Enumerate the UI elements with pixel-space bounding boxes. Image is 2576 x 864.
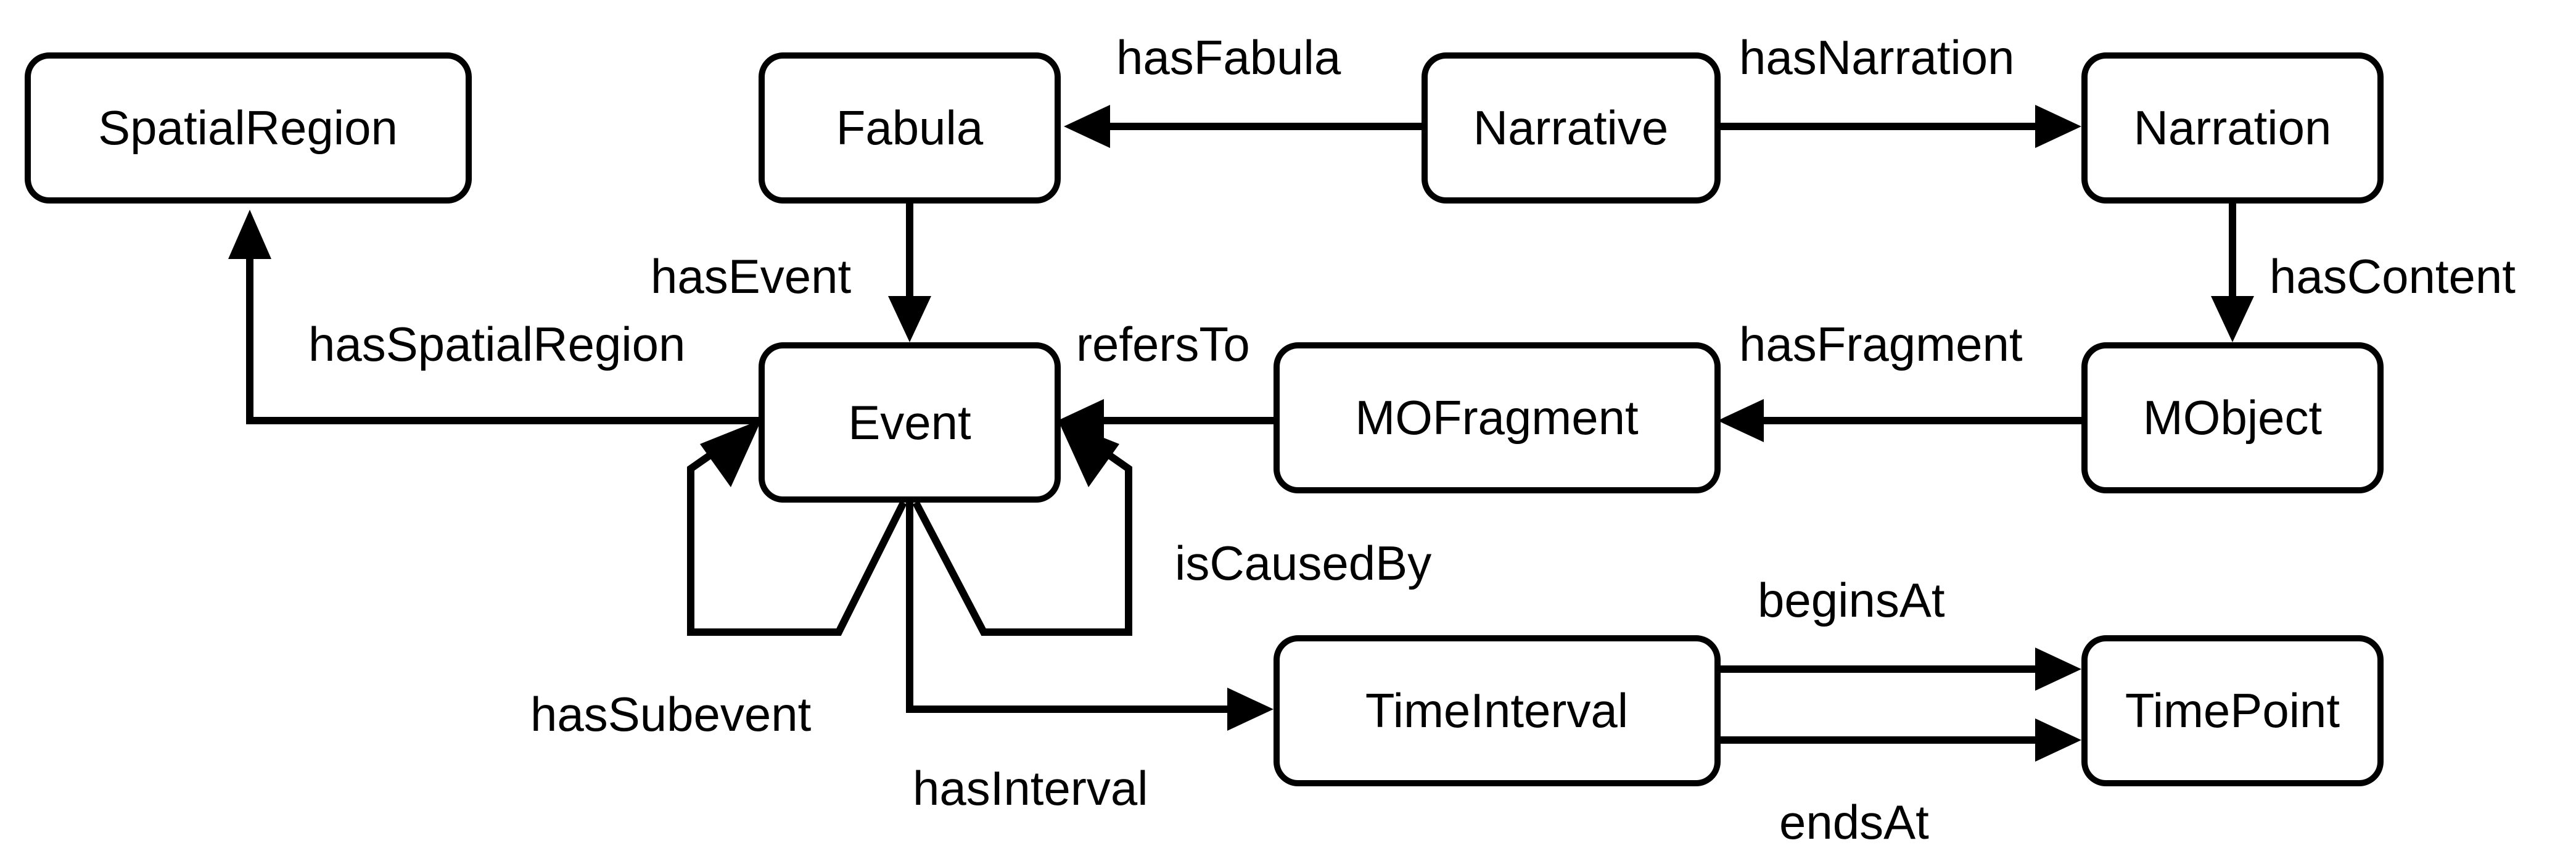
node-spatial-region: SpatialRegion (25, 52, 472, 204)
node-fabula: Fabula (759, 52, 1061, 204)
arrowhead-has-narration (2035, 105, 2081, 148)
label-ends-at: endsAt (1779, 795, 1929, 849)
arrowhead-is-caused-by (1058, 419, 1119, 487)
node-m-object-label: MObject (2143, 390, 2323, 445)
edge-has-subevent (687, 444, 907, 636)
label-has-fragment: hasFragment (1739, 317, 2023, 371)
label-has-narration: hasNarration (1739, 30, 2015, 84)
label-has-subevent: hasSubevent (530, 687, 812, 741)
node-fabula-label: Fabula (836, 101, 984, 155)
label-has-event: hasEvent (651, 249, 852, 303)
label-begins-at: beginsAt (1758, 573, 1945, 627)
node-time-point-label: TimePoint (2125, 683, 2340, 738)
arrowhead-begins-at (2035, 648, 2081, 691)
arrowhead-has-subevent (700, 419, 762, 487)
label-has-spatial-region: hasSpatialRegion (308, 317, 685, 371)
arrowhead-has-interval (1227, 688, 1274, 731)
arrowhead-ends-at (2035, 718, 2081, 762)
arrowhead-has-spatial-region (228, 210, 271, 259)
node-m-object: MObject (2081, 342, 2384, 493)
arrowhead-has-content (2211, 296, 2254, 342)
node-event: Event (759, 342, 1061, 503)
arrowhead-has-fabula (1064, 105, 1110, 148)
node-time-interval-label: TimeInterval (1365, 683, 1628, 738)
node-narration: Narration (2081, 52, 2384, 204)
edge-labels: hasFabula hasNarration hasEvent hasConte… (308, 30, 2516, 849)
node-narrative-label: Narrative (1473, 101, 1668, 155)
node-time-interval: TimeInterval (1274, 635, 1721, 786)
edges (228, 105, 2254, 762)
node-mo-fragment-label: MOFragment (1355, 390, 1639, 445)
label-refers-to: refersTo (1076, 317, 1250, 371)
nodes: SpatialRegion Fabula Narrative Narration… (25, 52, 2384, 786)
arrowhead-has-event (888, 296, 931, 342)
node-narrative: Narrative (1422, 52, 1721, 204)
label-has-interval: hasInterval (913, 761, 1148, 815)
label-is-caused-by: isCausedBy (1175, 536, 1431, 590)
arrowhead-refers-to (1058, 399, 1104, 442)
node-narration-label: Narration (2134, 101, 2332, 155)
node-time-point: TimePoint (2081, 635, 2384, 786)
label-has-content: hasContent (2269, 249, 2516, 303)
node-event-label: Event (848, 395, 971, 450)
edge-has-spatial-region (246, 259, 762, 424)
arrowhead-has-fragment (1718, 399, 1764, 442)
node-spatial-region-label: SpatialRegion (98, 101, 398, 155)
label-has-fabula: hasFabula (1116, 30, 1341, 84)
edge-has-interval (906, 503, 1227, 713)
node-mo-fragment: MOFragment (1274, 342, 1721, 493)
edge-is-caused-by (912, 444, 1132, 636)
